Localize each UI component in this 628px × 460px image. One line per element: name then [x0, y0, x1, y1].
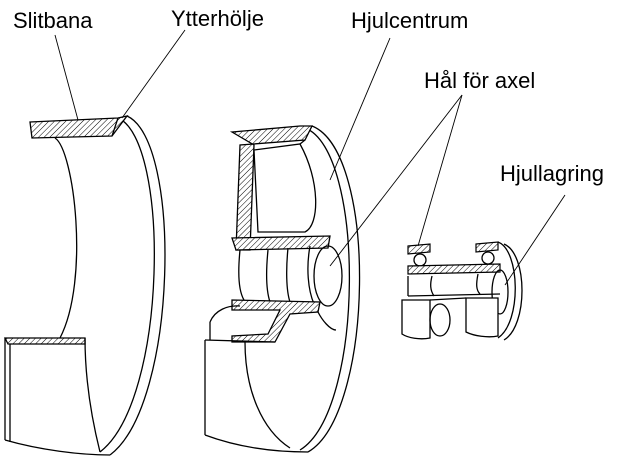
tire-part	[3, 114, 166, 456]
label-hjullagring: Hjullagring	[500, 161, 604, 186]
tread-bottom-section	[3, 337, 86, 345]
bearing-part	[401, 241, 523, 341]
label-ytterholje: Ytterhölje	[171, 6, 264, 31]
label-hal-for-axel: Hål för axel	[424, 68, 536, 93]
tread-top-section	[29, 114, 129, 139]
hub-part	[204, 125, 361, 453]
label-hjulcentrum: Hjulcentrum	[351, 8, 469, 33]
label-slitbana: Slitbana	[13, 8, 93, 33]
leader-lines	[54, 29, 566, 286]
